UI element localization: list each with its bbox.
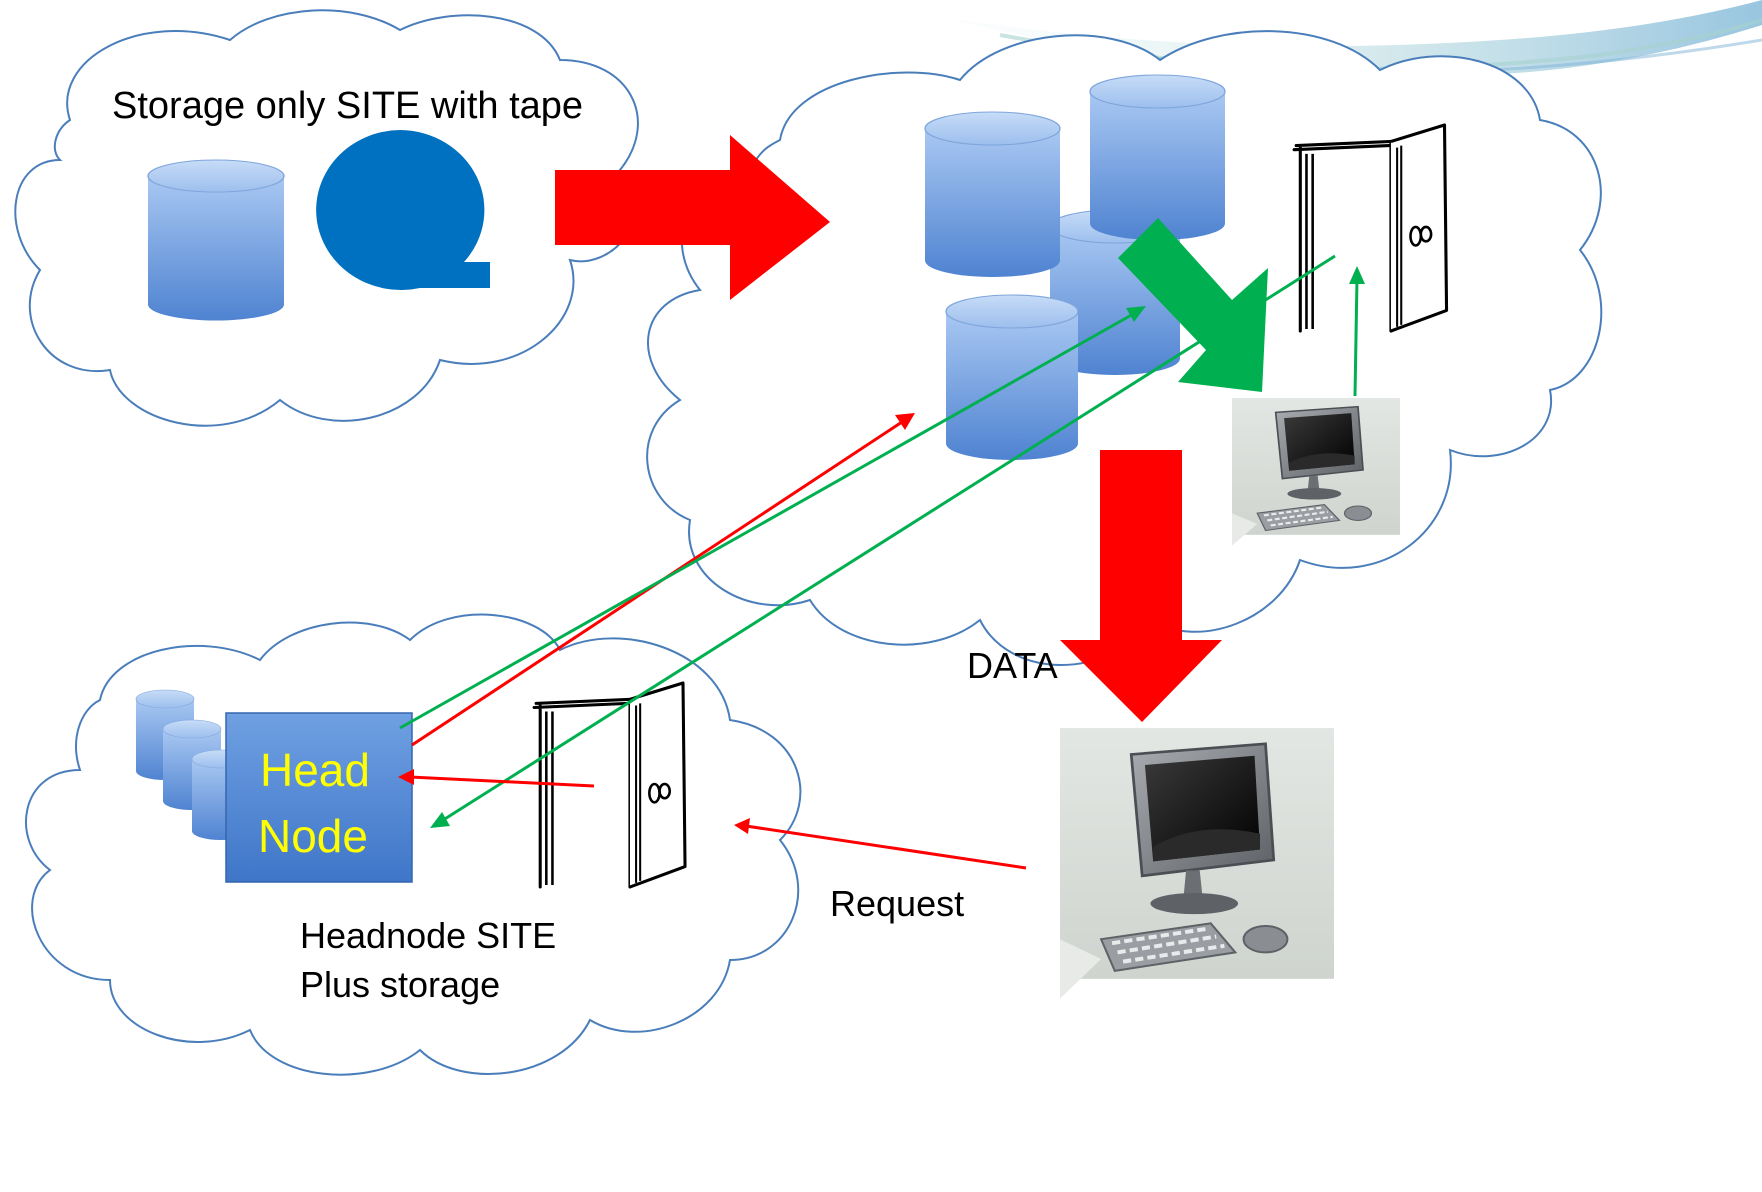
headnode-site-label-line1: Headnode SITE (300, 915, 556, 956)
headnode-box (225, 712, 413, 883)
request-label: Request (830, 883, 964, 924)
data-arrow-red (1060, 450, 1222, 722)
database-icon (945, 294, 1079, 461)
headnode-label-node: Node (258, 810, 368, 862)
data-label: DATA (967, 645, 1058, 686)
line-green-door-to-headnode (439, 254, 1336, 824)
computer-icon (1230, 396, 1402, 547)
line-red-door-to-headnode (409, 775, 595, 788)
headnode-site-label-line2: Plus storage (300, 964, 500, 1005)
storage-site-label: Storage only SITE with tape (112, 85, 583, 127)
line-red-request-to-door (745, 824, 1027, 870)
transfer-arrow-green (1118, 218, 1268, 392)
request-line-green (1353, 277, 1359, 397)
database-icon (924, 111, 1061, 278)
headnode-label-head: Head (260, 744, 370, 796)
database-icon (1089, 74, 1226, 241)
tape-icon (316, 130, 490, 290)
transfer-arrow-red (555, 135, 830, 300)
computer-icon (1060, 728, 1334, 999)
line-green-headnode-to-storage (399, 311, 1136, 730)
database-icon (147, 159, 285, 322)
